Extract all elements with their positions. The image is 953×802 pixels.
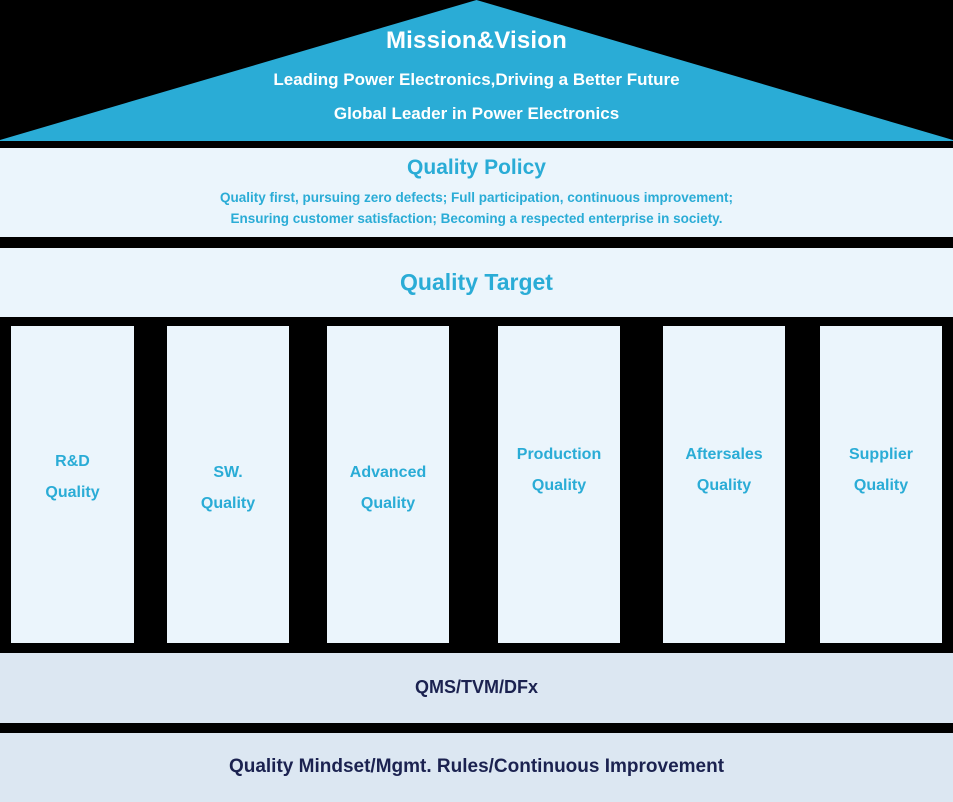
mission-vision-line-1: Leading Power Electronics,Driving a Bett… [273,69,680,89]
pillar-aftersales-quality-line-1: Aftersales [685,446,763,463]
roof-section: Mission&Vision Leading Power Electronics… [0,0,953,141]
pillar-production-quality[interactable]: Production Quality [498,326,620,643]
foundation-title: Quality Mindset/Mgmt. Rules/Continuous I… [228,756,725,778]
pillar-advanced-quality-line-2: Quality [360,495,416,513]
foundation-band: Quality Mindset/Mgmt. Rules/Continuous I… [0,733,953,802]
mission-vision-title: Mission&Vision [385,27,568,54]
pillar-aftersales-quality-line-2: Quality [696,477,752,495]
quality-target-band: Quality Target [0,248,953,317]
pillar-sw-quality[interactable]: SW. Quality [167,326,289,643]
mission-vision-line-2: Global Leader in Power Electronics [333,104,620,124]
pillar-rd-quality[interactable]: R&D Quality [11,326,134,643]
pillar-production-quality-line-2: Quality [531,477,587,495]
pillar-aftersales-quality[interactable]: Aftersales Quality [663,326,785,643]
pillar-supplier-quality-line-2: Quality [853,477,909,495]
quality-policy-line-2: Ensuring customer satisfaction; Becoming… [230,211,723,227]
pillar-supplier-quality[interactable]: Supplier Quality [820,326,942,643]
quality-policy-line-1: Quality first, pursuing zero defects; Fu… [219,190,734,206]
pillar-sw-quality-line-1: SW. [213,464,243,481]
pillar-production-quality-line-1: Production [516,446,602,463]
qms-band: QMS/TVM/DFx [0,653,953,723]
pillar-rd-quality-line-2: Quality [45,484,100,502]
pillar-advanced-quality-line-1: Advanced [349,464,427,481]
pillar-rd-quality-line-1: R&D [55,453,90,470]
quality-policy-title: Quality Policy [407,155,546,179]
pillar-sw-quality-line-2: Quality [200,495,256,513]
quality-policy-band: Quality Policy Quality first, pursuing z… [0,148,953,237]
quality-target-title: Quality Target [400,268,553,295]
qms-title: QMS/TVM/DFx [414,677,538,698]
roof-triangle-shape [0,0,953,141]
pillar-advanced-quality[interactable]: Advanced Quality [327,326,449,643]
pillars-row: R&D Quality SW. Quality Advanced Quality… [0,326,953,643]
roof-text-block: Mission&Vision Leading Power Electronics… [0,0,953,141]
pillar-supplier-quality-line-1: Supplier [848,446,913,463]
